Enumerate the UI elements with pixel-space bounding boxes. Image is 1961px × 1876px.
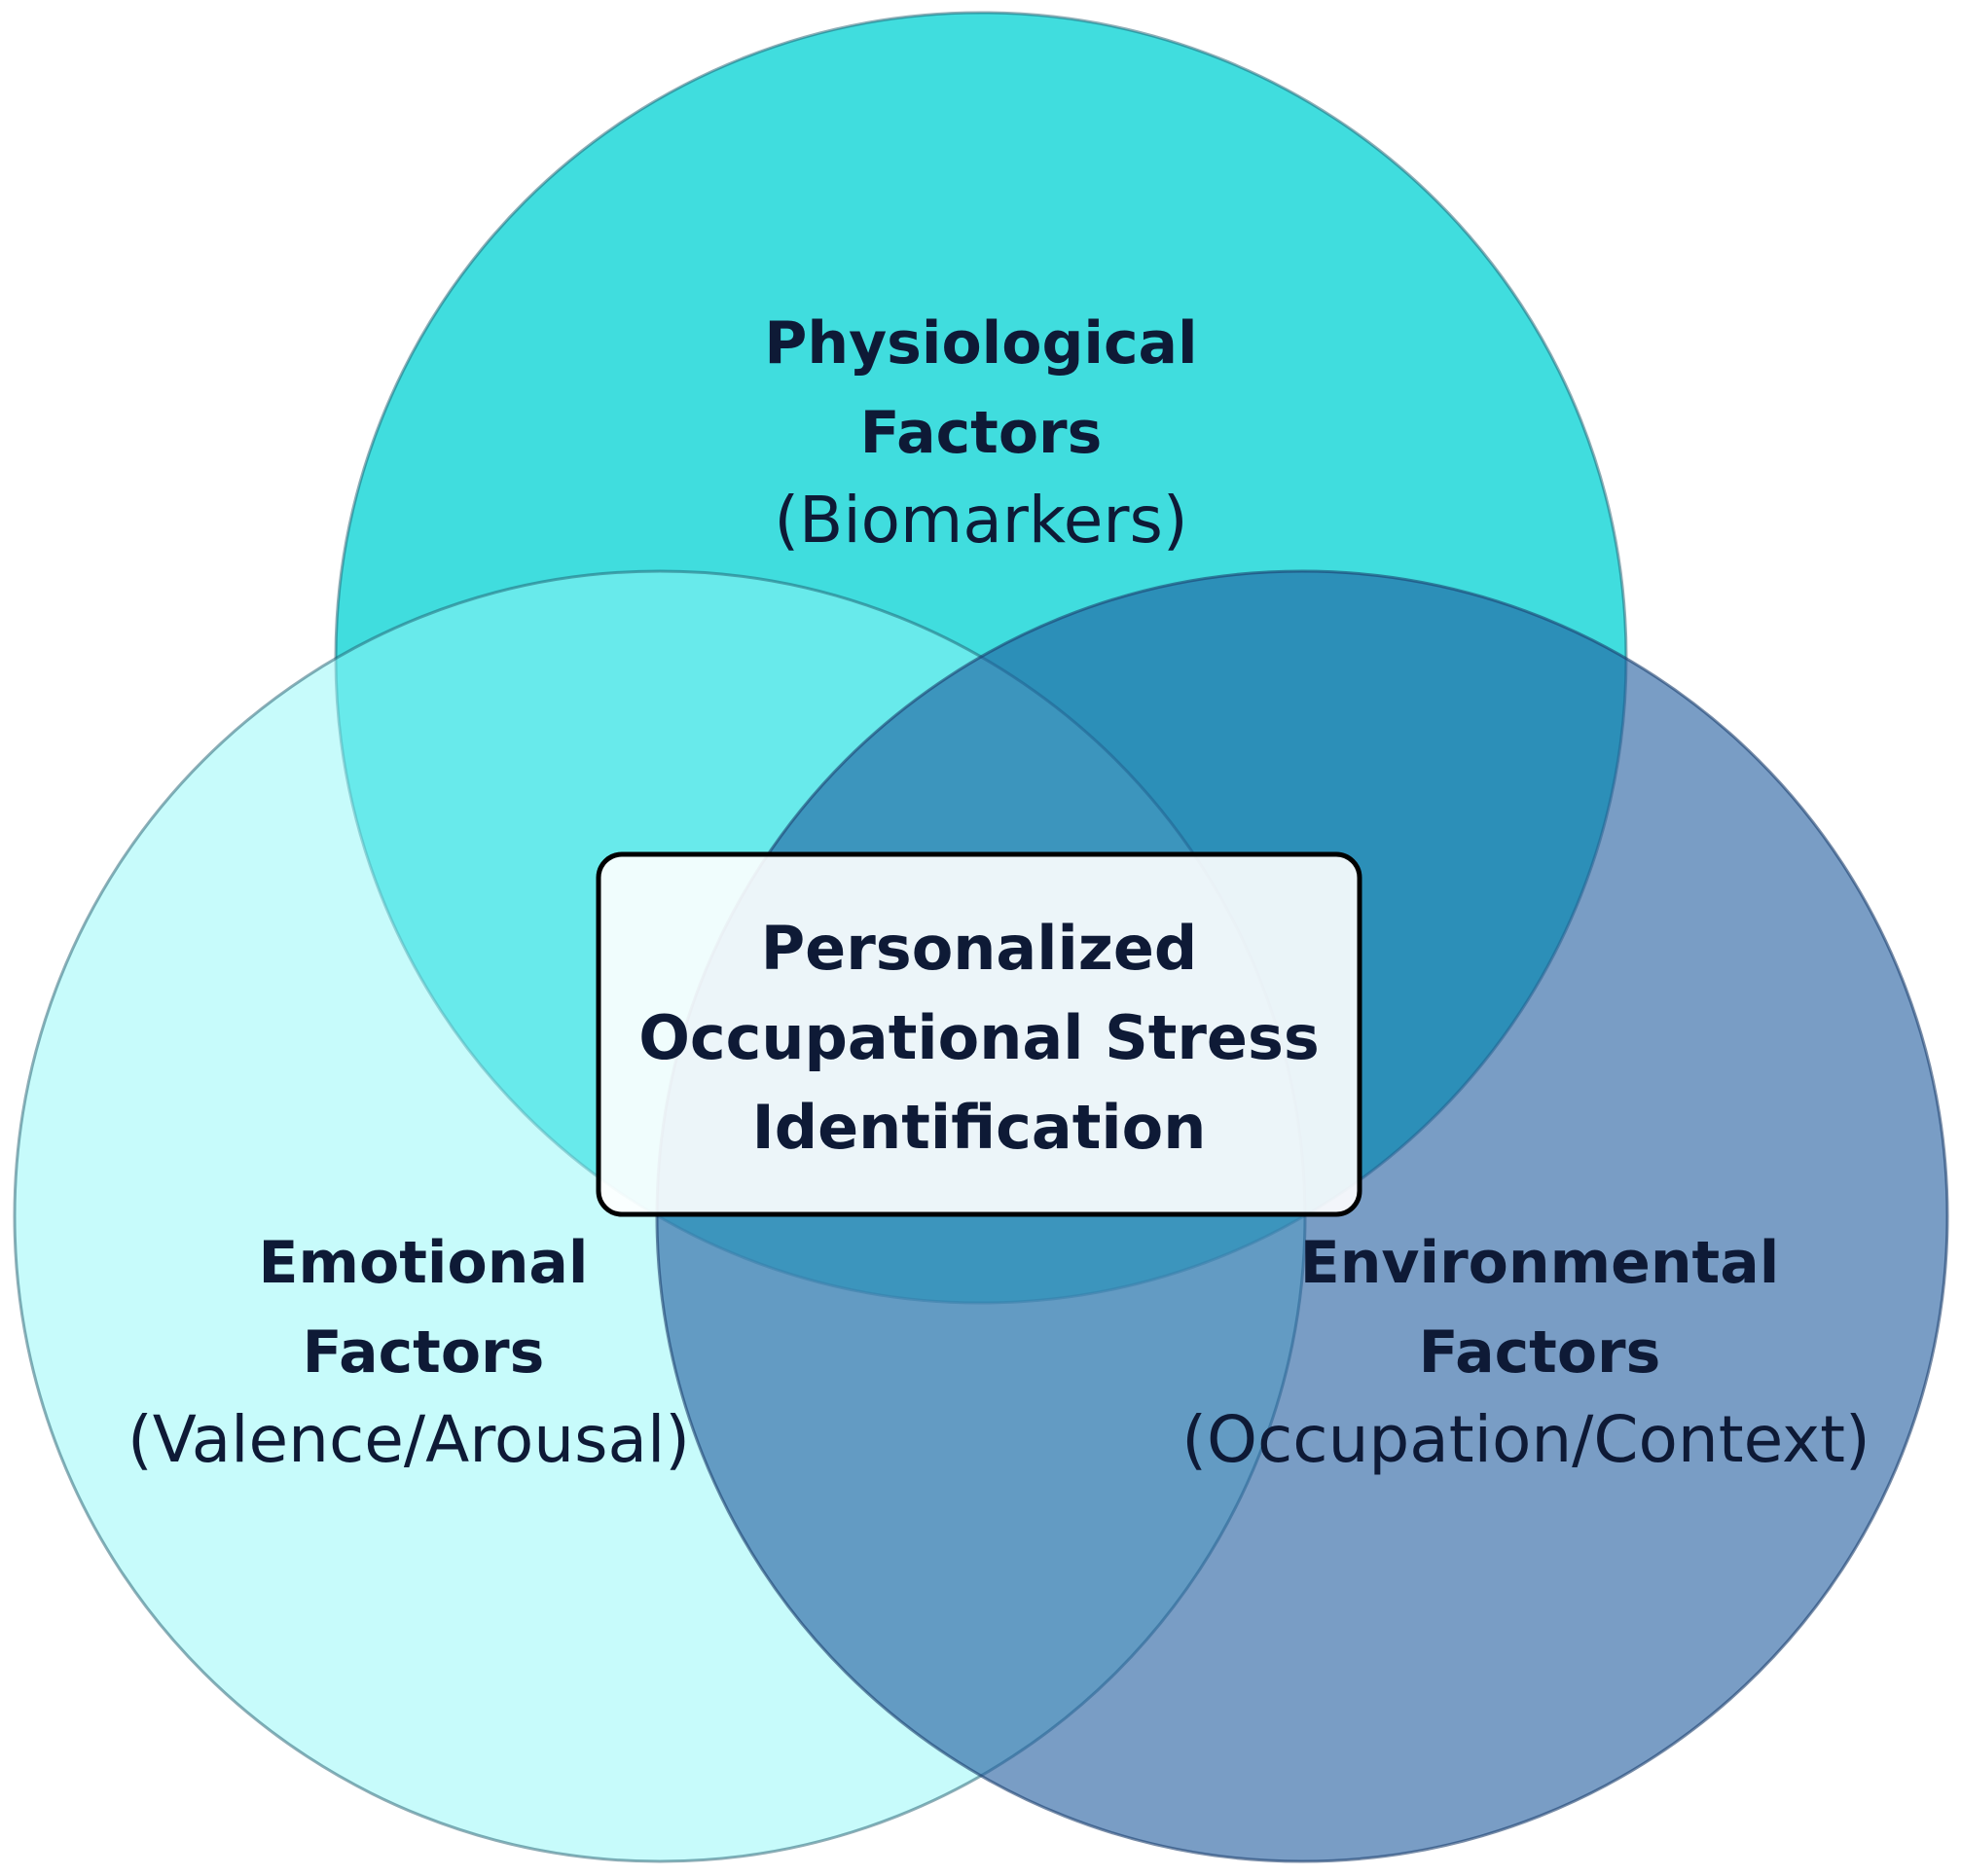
physiological-title-line1: Physiological bbox=[764, 309, 1197, 378]
environmental-subtitle: (Occupation/Context) bbox=[1181, 1402, 1870, 1477]
center-line3: Identification bbox=[752, 1092, 1207, 1163]
center-line1: Personalized bbox=[761, 913, 1198, 984]
center-box: Personalized Occupational Stress Identif… bbox=[596, 851, 1362, 1217]
center-line2: Occupational Stress bbox=[638, 1002, 1320, 1073]
environmental-title-line2: Factors bbox=[1419, 1318, 1661, 1387]
environmental-title-line1: Environmental bbox=[1300, 1229, 1780, 1297]
physiological-subtitle: (Biomarkers) bbox=[774, 483, 1187, 558]
emotional-subtitle: (Valence/Arousal) bbox=[127, 1402, 690, 1477]
emotional-title-line1: Emotional bbox=[259, 1229, 589, 1297]
center-box-rect bbox=[596, 851, 1362, 1217]
emotional-title-line2: Factors bbox=[303, 1318, 545, 1387]
physiological-title-line2: Factors bbox=[860, 399, 1103, 467]
